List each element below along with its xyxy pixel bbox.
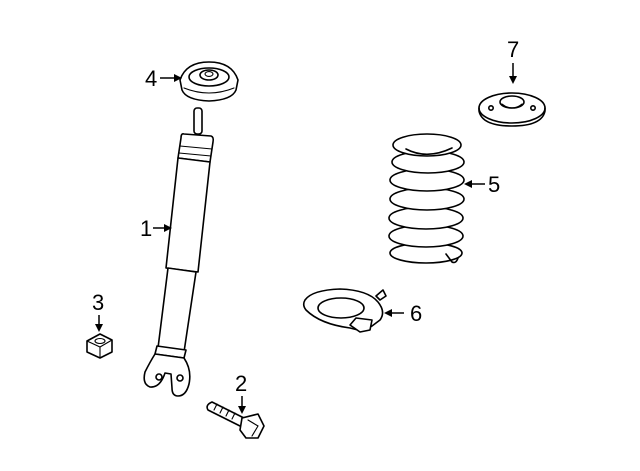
- nut[interactable]: [86, 333, 113, 359]
- callout-2: 2: [235, 371, 247, 414]
- callout-number: 7: [507, 37, 519, 62]
- callout-number: 3: [92, 290, 104, 315]
- callout-number: 6: [410, 301, 422, 326]
- callout-number: 5: [488, 172, 500, 197]
- shock-absorber[interactable]: [143, 107, 215, 397]
- coil-spring[interactable]: [388, 133, 465, 264]
- callout-7: 7: [507, 37, 519, 84]
- bolt[interactable]: [206, 401, 265, 439]
- upper-spring-insulator[interactable]: [478, 92, 546, 127]
- upper-mount[interactable]: [179, 61, 239, 102]
- callout-number: 4: [145, 66, 157, 91]
- callout-3: 3: [92, 290, 104, 332]
- callout-number: 2: [235, 371, 247, 396]
- callout-6: 6: [384, 301, 422, 326]
- callout-1: 1: [140, 216, 172, 241]
- lower-spring-insulator[interactable]: [302, 288, 387, 333]
- callout-5: 5: [464, 172, 500, 197]
- callout-4: 4: [145, 66, 182, 91]
- callout-number: 1: [140, 216, 152, 241]
